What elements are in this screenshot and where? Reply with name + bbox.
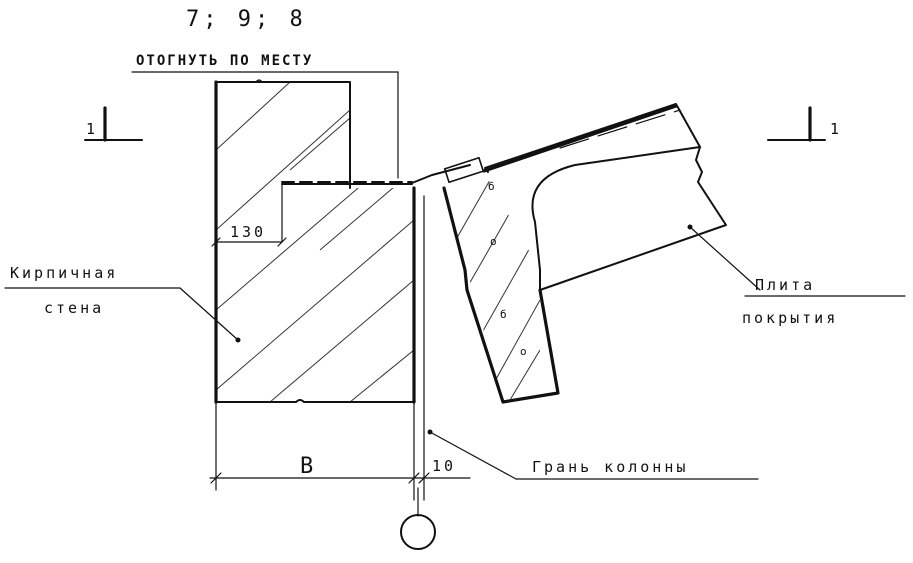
dim-10-text: 10 — [432, 457, 456, 475]
dim-b-text: В — [300, 454, 317, 479]
section-mark-right: 1 — [767, 106, 842, 142]
slab-label: Плита покрытия — [742, 276, 906, 327]
svg-text:б: б — [500, 308, 507, 321]
svg-text:б: б — [488, 180, 495, 193]
section-mark-right-number: 1 — [830, 120, 842, 138]
dim-130-text: 130 — [230, 223, 266, 241]
dimension-130: 130 — [211, 223, 287, 247]
section-mark-left-number: 1 — [86, 120, 98, 138]
slab-leader — [689, 226, 761, 291]
wall-label-line2: стена — [44, 299, 104, 317]
svg-text:о: о — [520, 345, 527, 358]
wall-label: Кирпичная стена — [4, 264, 241, 343]
slab-label-line2: покрытия — [742, 309, 838, 327]
column-face-label-text: Грань колонны — [532, 458, 688, 476]
anchor-bar — [281, 156, 485, 243]
callout-numbers: 7; 9; 8 — [186, 7, 307, 32]
section-mark-left: 1 — [84, 106, 143, 142]
roof-slab: б о б о — [442, 103, 761, 404]
wall-label-line1: Кирпичная — [10, 264, 118, 282]
svg-text:о: о — [490, 235, 497, 248]
dimension-b: В 10 — [209, 401, 471, 501]
callout-note: ОТОГНУТЬ ПО МЕСТУ — [136, 53, 313, 69]
axis-marker — [400, 487, 436, 550]
column-face-label: Грань колонны — [427, 429, 759, 480]
slab-label-line1: Плита — [755, 276, 815, 294]
brick-wall — [214, 79, 416, 404]
